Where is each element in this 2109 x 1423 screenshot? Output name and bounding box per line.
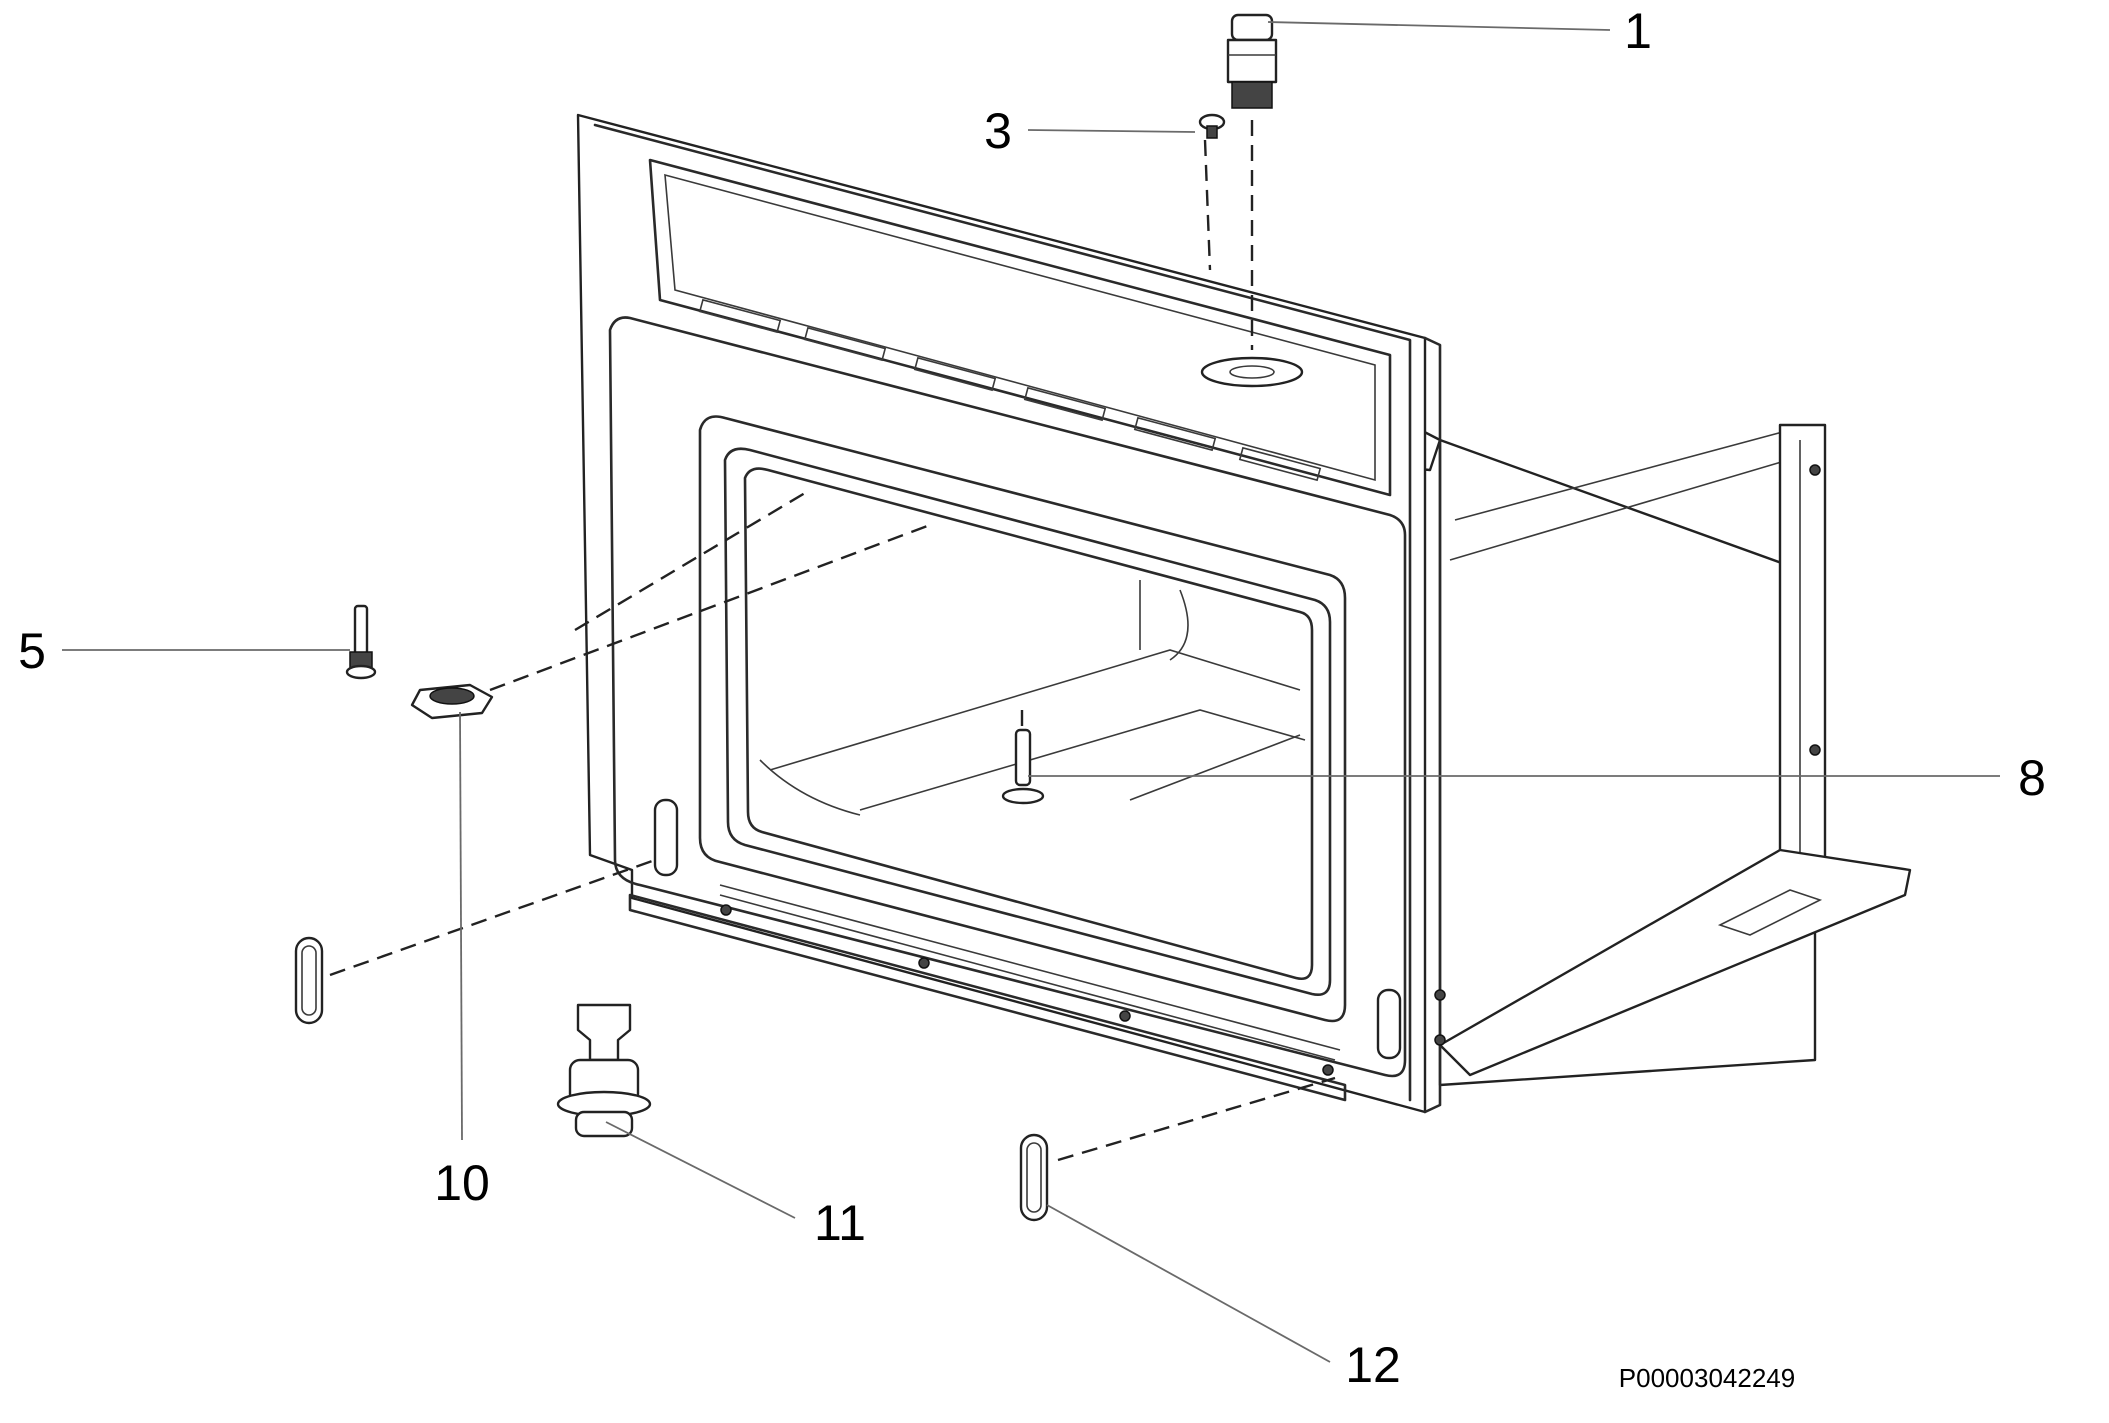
- callout-3: 3: [984, 103, 1012, 159]
- cavity-bottom-tray: [1438, 848, 1912, 1077]
- callout-10: 10: [434, 1155, 490, 1211]
- panel-vents: [698, 298, 1322, 482]
- assembly-lines: [329, 120, 1336, 1162]
- left-hinge-slot: [653, 798, 679, 877]
- oven-opening-surround: [608, 316, 1407, 1078]
- control-panel-cutout: [648, 158, 1392, 497]
- part-12-gasket-right: [1019, 1133, 1049, 1222]
- part-1-fitting: [1226, 13, 1278, 109]
- right-hinge-slot: [1376, 988, 1402, 1060]
- part-11-lamp-holder: [556, 1003, 652, 1138]
- callout-5: 5: [18, 623, 46, 679]
- front-bottom-bracket: [628, 893, 1347, 1102]
- oven-cavity: [576, 113, 1912, 1114]
- top-duct-ring: [1200, 356, 1304, 388]
- part-3-screw: [1198, 113, 1226, 139]
- part-5-bolt: [345, 604, 377, 680]
- callout-8: 8: [2018, 750, 2046, 806]
- document-id: P00003042249: [1619, 1363, 1795, 1393]
- part-8-stud: [1001, 728, 1045, 805]
- callout-11: 11: [814, 1195, 866, 1251]
- part-12-gasket-left: [294, 936, 324, 1025]
- callout-labels: 1 3 5 8 10 11 12: [18, 3, 2046, 1393]
- part-10-nut: [410, 683, 494, 720]
- callout-12: 12: [1345, 1337, 1401, 1393]
- rear-side-flange: [1778, 423, 1827, 882]
- leader-lines: [62, 21, 2000, 1363]
- callout-1: 1: [1624, 3, 1652, 59]
- frame-screws: [720, 464, 1821, 1076]
- door-seal: [723, 447, 1332, 996]
